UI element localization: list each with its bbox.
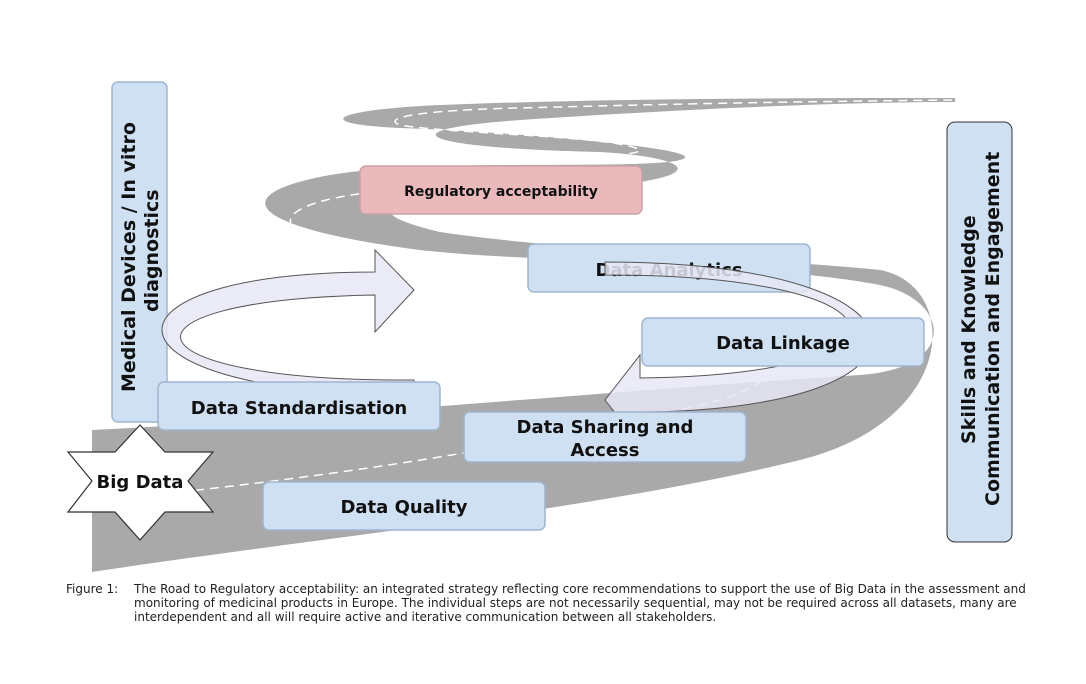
left-pillar: Medical Devices / In vitro diagnostics — [111, 81, 168, 423]
step-data-standardisation: Data Standardisation — [157, 381, 441, 431]
right-pillar-box — [946, 121, 1013, 543]
caption-text: The Road to Regulatory acceptability: an… — [134, 582, 1026, 624]
regulatory-label: Regulatory acceptability — [404, 184, 598, 200]
step-data-linkage: Data Linkage — [641, 317, 925, 367]
regulatory-box — [359, 165, 643, 215]
right-pillar: Skills and Knowledge Communication and E… — [946, 121, 1013, 543]
road-center-line — [179, 99, 956, 493]
cycle-arrow-left — [161, 248, 415, 396]
left-pillar-line2: diagnostics — [141, 189, 163, 312]
big-data-label: Big Data — [97, 472, 184, 493]
road-diagram: Medical Devices / In vitro diagnostics S… — [66, 81, 1013, 572]
sharing-box — [463, 411, 747, 463]
quality-box — [262, 481, 546, 531]
right-pillar-line2: Communication and Engagement — [982, 152, 1004, 506]
quality-label: Data Quality — [340, 497, 467, 518]
step-data-sharing-access: Data Sharing and Access — [463, 411, 747, 463]
left-pillar-box — [111, 81, 168, 423]
linkage-box — [641, 317, 925, 367]
step-regulatory-acceptability: Regulatory acceptability — [359, 165, 643, 215]
big-data-star: Big Data — [66, 424, 215, 541]
standardisation-box — [157, 381, 441, 431]
right-pillar-line1: Skills and Knowledge — [958, 215, 980, 444]
sharing-label-line2: Access — [571, 440, 640, 461]
cycle-arrow-left-shape — [161, 248, 415, 396]
left-pillar-line1: Medical Devices / In vitro — [118, 122, 140, 392]
sharing-label-line1: Data Sharing and — [517, 417, 694, 438]
star-shape — [66, 424, 215, 541]
standardisation-label: Data Standardisation — [191, 398, 407, 419]
caption-label: Figure 1: — [66, 582, 119, 596]
step-data-quality: Data Quality — [262, 481, 546, 531]
linkage-label: Data Linkage — [716, 333, 850, 354]
